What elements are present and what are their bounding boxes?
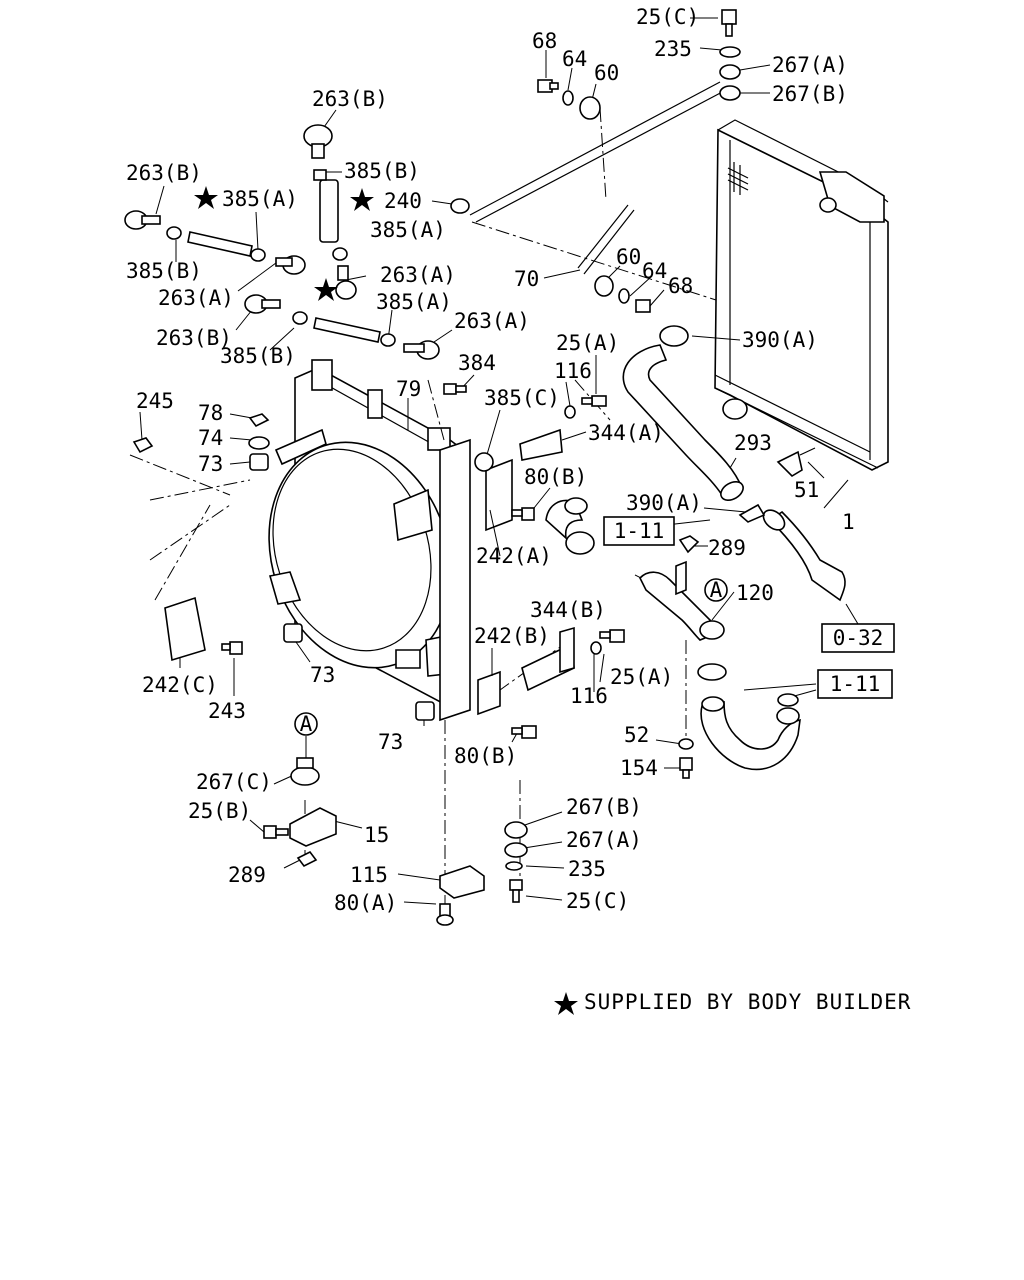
ref-box-0-32: 0-32 (821, 623, 895, 653)
star-icon (314, 278, 338, 301)
ref-0-32-text: 0-32 (833, 626, 884, 650)
label-60-mid: 60 (616, 245, 641, 269)
stay-rods (124, 124, 440, 360)
label-390a-mid: 390(A) (626, 491, 702, 515)
label-385a-low: 385(A) (376, 290, 452, 314)
label-235-top: 235 (654, 37, 692, 61)
circle-a-mid-label: A (710, 578, 723, 602)
label-116-top: 116 (554, 359, 592, 383)
label-154: 154 (620, 756, 658, 780)
label-80a: 80(A) (334, 891, 397, 915)
label-1: 1 (842, 510, 855, 534)
label-25b: 25(B) (188, 799, 251, 823)
label-289-mid: 289 (708, 536, 746, 560)
ref-1-11-lower-text: 1-11 (830, 672, 881, 696)
label-74: 74 (198, 426, 223, 450)
reference-circle-a-mid: A (704, 578, 728, 602)
label-263a-mid: 263(A) (380, 263, 456, 287)
fan-shroud (268, 359, 467, 709)
label-243: 243 (208, 699, 246, 723)
star-icon (554, 992, 578, 1015)
part-labels: 25(C) 235 267(A) 267(B) 68 64 60 263(B) … (126, 5, 855, 915)
label-242a: 242(A) (476, 544, 552, 568)
label-80b-low: 80(B) (454, 744, 517, 768)
label-385b-low: 385(B) (220, 344, 296, 368)
label-64-mid: 64 (642, 259, 667, 283)
label-70: 70 (514, 267, 539, 291)
reference-circle-a-low: A (294, 712, 318, 758)
label-344a: 344(A) (588, 421, 664, 445)
side-bracket (439, 438, 513, 722)
label-245: 245 (136, 389, 174, 413)
label-79: 79 (396, 377, 421, 401)
radiator-assembly (714, 119, 889, 471)
upper-stay-rod (469, 81, 727, 275)
label-68-top: 68 (532, 29, 557, 53)
label-15: 15 (364, 823, 389, 847)
label-385b-left: 385(B) (126, 259, 202, 283)
label-263a-low: 263(A) (454, 309, 530, 333)
star-markers (194, 186, 578, 1015)
label-60-top: 60 (594, 61, 619, 85)
label-267a-top: 267(A) (772, 53, 848, 77)
label-25a-top: 25(A) (556, 331, 619, 355)
label-115: 115 (350, 863, 388, 887)
label-68-mid: 68 (668, 274, 693, 298)
label-384: 384 (458, 351, 496, 375)
label-80b-top: 80(B) (524, 465, 587, 489)
label-242c: 242(C) (142, 673, 218, 697)
label-240: 240 (384, 189, 422, 213)
label-263b-low: 263(B) (156, 326, 232, 350)
label-390a-top: 390(A) (742, 328, 818, 352)
label-385a-left: 385(A) (222, 187, 298, 211)
label-289-low: 289 (228, 863, 266, 887)
label-267c: 267(C) (196, 770, 272, 794)
label-385c: 385(C) (484, 386, 560, 410)
label-385b-top: 385(B) (344, 159, 420, 183)
label-116-low: 116 (570, 684, 608, 708)
label-73-top: 73 (198, 452, 223, 476)
ref-box-1-11-upper: 1-11 (603, 516, 675, 546)
label-263b-top: 263(B) (312, 87, 388, 111)
label-25a-low: 25(A) (610, 665, 673, 689)
ref-1-11-upper-text: 1-11 (614, 519, 665, 543)
label-293: 293 (734, 431, 772, 455)
circle-a-low-label: A (300, 712, 313, 736)
fasteners (132, 9, 741, 926)
label-263a-left: 263(A) (158, 286, 234, 310)
label-344b: 344(B) (530, 598, 606, 622)
label-73-low: 73 (378, 730, 403, 754)
label-385a-mid: 385(A) (370, 218, 446, 242)
label-25c-low: 25(C) (566, 889, 629, 913)
label-267b-top: 267(B) (772, 82, 848, 106)
label-242b: 242(B) (474, 624, 550, 648)
star-icon (194, 186, 218, 209)
label-25c-top: 25(C) (636, 5, 699, 29)
label-267b-low: 267(B) (566, 795, 642, 819)
ref-box-1-11-lower: 1-11 (817, 669, 893, 699)
label-78: 78 (198, 401, 223, 425)
hoses-and-pipes (545, 325, 846, 771)
label-52: 52 (624, 723, 649, 747)
label-73-mid: 73 (310, 663, 335, 687)
star-icon (350, 188, 374, 211)
label-51: 51 (794, 478, 819, 502)
label-64-top: 64 (562, 47, 587, 71)
label-263b-left: 263(B) (126, 161, 202, 185)
legend-supplied-by-body-builder: SUPPLIED BY BODY BUILDER (584, 990, 911, 1014)
label-120: 120 (736, 581, 774, 605)
label-267a-low: 267(A) (566, 828, 642, 852)
label-235-low: 235 (568, 857, 606, 881)
radiator-fin-hatch (727, 162, 749, 195)
